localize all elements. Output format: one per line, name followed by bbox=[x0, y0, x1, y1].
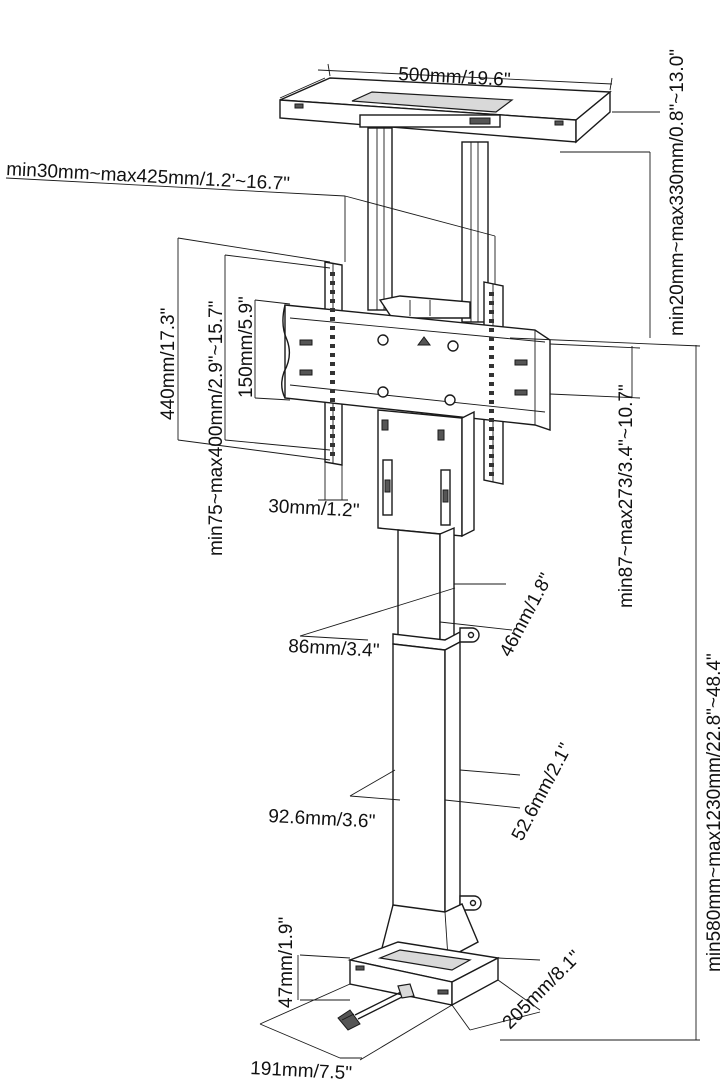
tilt-range-label: min87~max273/3.4"~10.7" bbox=[616, 384, 637, 608]
base-width-label: 191mm/7.5" bbox=[250, 1058, 353, 1082]
arm-hole bbox=[489, 328, 494, 332]
arm-hole bbox=[489, 454, 494, 458]
arm-hole bbox=[330, 443, 335, 447]
arm-hole bbox=[330, 398, 335, 402]
upper-tube-depth-label: 46mm/1.8" bbox=[496, 570, 557, 660]
dimension-labels: 500mm/19.6" min30mm~max425mm/1.2'~16.7" … bbox=[6, 49, 725, 1082]
arm-hole bbox=[330, 371, 335, 375]
arm-hole bbox=[489, 355, 494, 359]
arm-hole bbox=[330, 308, 335, 312]
arm-hole bbox=[489, 364, 494, 368]
arm-hole bbox=[489, 427, 494, 431]
arm-hole bbox=[489, 391, 494, 395]
arm-hole bbox=[330, 416, 335, 420]
arm-width-label: 30mm/1.2" bbox=[268, 496, 360, 522]
arm-hole bbox=[330, 425, 335, 429]
arm-hole bbox=[330, 326, 335, 330]
arm-hole bbox=[330, 344, 335, 348]
arm-hole bbox=[489, 337, 494, 341]
arm-hole bbox=[330, 299, 335, 303]
arm-hole bbox=[330, 272, 335, 276]
arm-mounting-holes bbox=[330, 272, 494, 476]
carriage-plate bbox=[377, 409, 475, 538]
lower-tube-width-label: 92.6mm/3.6" bbox=[268, 806, 376, 833]
arm-hole bbox=[489, 319, 494, 323]
vesa-vertical-label: min75~max400mm/2.9"~15.7" bbox=[206, 301, 227, 556]
arm-hole bbox=[489, 463, 494, 467]
base-height-label: 47mm/1.9" bbox=[276, 917, 297, 1008]
arm-hole bbox=[330, 452, 335, 456]
arm-hole bbox=[489, 400, 494, 404]
arm-hole bbox=[489, 292, 494, 296]
arm-hole bbox=[489, 445, 494, 449]
arm-hole bbox=[330, 281, 335, 285]
arm-hole bbox=[330, 353, 335, 357]
arm-hole bbox=[330, 434, 335, 438]
overall-height-label: min580mm~max1230mm/22.8"~48.4" bbox=[704, 653, 725, 972]
top-extension-label: min30mm~max425mm/1.2'~16.7" bbox=[6, 159, 291, 195]
dimension-lines bbox=[5, 63, 701, 1061]
top-drop-label: min20mm~max330mm/0.8"~13.0" bbox=[667, 49, 688, 336]
top-ceiling-plate bbox=[279, 77, 612, 144]
motor-base bbox=[337, 903, 501, 1031]
arm-hole bbox=[330, 389, 335, 393]
telescopic-column bbox=[392, 526, 482, 922]
arm-hole bbox=[489, 301, 494, 305]
arm-hole bbox=[489, 382, 494, 386]
arm-hole bbox=[489, 310, 494, 314]
arm-hole bbox=[489, 409, 494, 413]
vertical-slide-rails bbox=[367, 127, 489, 323]
center-height-label: 150mm/5.9" bbox=[236, 296, 257, 398]
arm-hole bbox=[330, 335, 335, 339]
arm-hole bbox=[330, 362, 335, 366]
arm-hole bbox=[489, 436, 494, 440]
arm-hole bbox=[330, 407, 335, 411]
arm-hole bbox=[489, 472, 494, 476]
lower-tube-depth-label: 52.6mm/2.1" bbox=[508, 740, 577, 844]
plate-height-label: 440mm/17.3" bbox=[158, 308, 179, 420]
arm-hole bbox=[489, 418, 494, 422]
arm-hole bbox=[330, 380, 335, 384]
upper-tube-width-label: 86mm/3.4" bbox=[288, 636, 380, 662]
arm-hole bbox=[330, 317, 335, 321]
arm-hole bbox=[489, 346, 494, 350]
arm-hole bbox=[330, 290, 335, 294]
arm-hole bbox=[489, 373, 494, 377]
